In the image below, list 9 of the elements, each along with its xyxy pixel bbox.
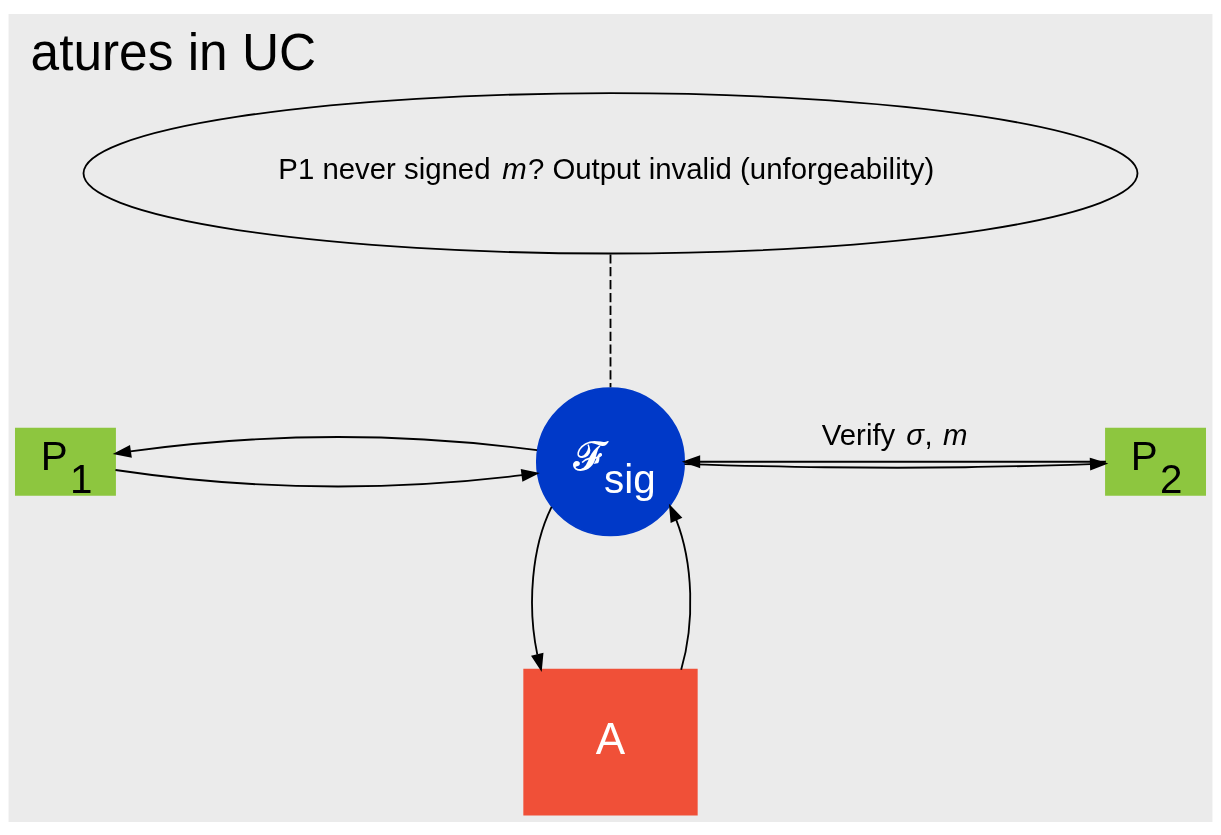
node-box: A — [523, 668, 698, 816]
arrow — [531, 505, 553, 672]
connector — [609, 253, 612, 388]
arrow — [668, 503, 692, 671]
arrow — [114, 468, 540, 487]
arrow — [112, 435, 538, 458]
edge-label: Verify σ, m — [821, 417, 968, 451]
diagram-title: atures in UC — [30, 22, 317, 81]
node-ellipse: P1 never signed m? Output invalid (unforgeability) — [82, 91, 1139, 254]
